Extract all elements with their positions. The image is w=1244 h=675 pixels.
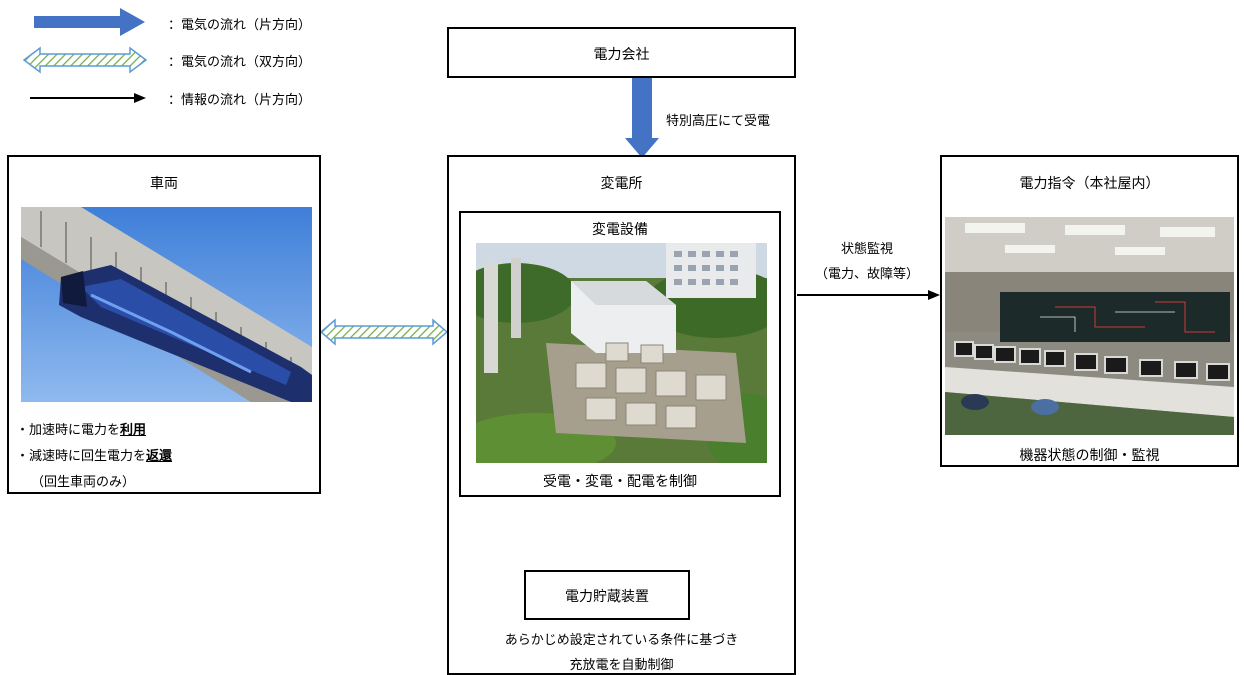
vehicle-line-decelerate: ・減速時に回生電力を返還 [16,445,172,464]
equipment-box: 変電設備 [459,211,781,497]
vehicle-line1-emphasis: 利用 [120,423,147,438]
legend-blue-arrow-icon [34,8,145,36]
storage-box: 電力貯蔵装置 [524,570,690,620]
legend-electric-two-way-label: ：電気の流れ（双方向） [168,55,312,70]
storage-caption-line2: 充放電を自動制御 [569,658,674,673]
power-company-box: 電力会社 [447,27,796,78]
legend-hatched-double-arrow-icon [22,46,148,74]
monitor-label-line1: 状態監視 [840,242,893,257]
receive-power-arrow-icon [625,78,659,158]
legend-info-one-way-label: ：情報の流れ（片方向） [168,93,312,108]
power-command-box: 電力指令（本社屋内） [940,155,1239,467]
vehicle-line-accelerate: ・加速時に電力を利用 [16,419,146,438]
power-company-title: 電力会社 [593,47,650,63]
monitor-label-line2: （電力、故障等） [814,267,919,282]
power-command-title: 電力指令（本社屋内） [1019,176,1160,192]
substation-box: 変電所 変電設備 [447,155,796,675]
power-command-caption: 機器状態の制御・監視 [1019,448,1160,464]
equipment-title: 変電設備 [592,222,648,238]
substation-equipment-photo [476,243,767,463]
equipment-caption: 受電・変電・配電を制御 [543,474,697,490]
monorail-photo [21,207,312,402]
legend-info-arrow-icon [30,93,146,103]
storage-caption-line1: あらかじめ設定されている条件に基づき [504,633,739,648]
monitor-info-arrow-icon [797,290,940,300]
vehicle-box: 車両 ・加速時に電力を利用 ・減速時に回生電力を返還 （回生車両のみ） [7,155,321,494]
substation-title: 変電所 [600,176,643,192]
vehicle-line2-text: ・減速時に回生電力を [16,449,147,464]
vehicle-line2-emphasis: 返還 [146,449,173,464]
vehicle-substation-double-arrow-icon [319,318,449,346]
receive-power-label: 特別高圧にて受電 [666,114,771,129]
vehicle-line-regen-note: （回生車両のみ） [31,475,136,490]
control-room-photo [945,217,1234,435]
vehicle-line1-text: ・加速時に電力を [16,423,121,438]
vehicle-title: 車両 [150,176,178,192]
legend-electric-one-way-label: ：電気の流れ（片方向） [168,18,312,33]
storage-title: 電力貯蔵装置 [565,589,649,605]
